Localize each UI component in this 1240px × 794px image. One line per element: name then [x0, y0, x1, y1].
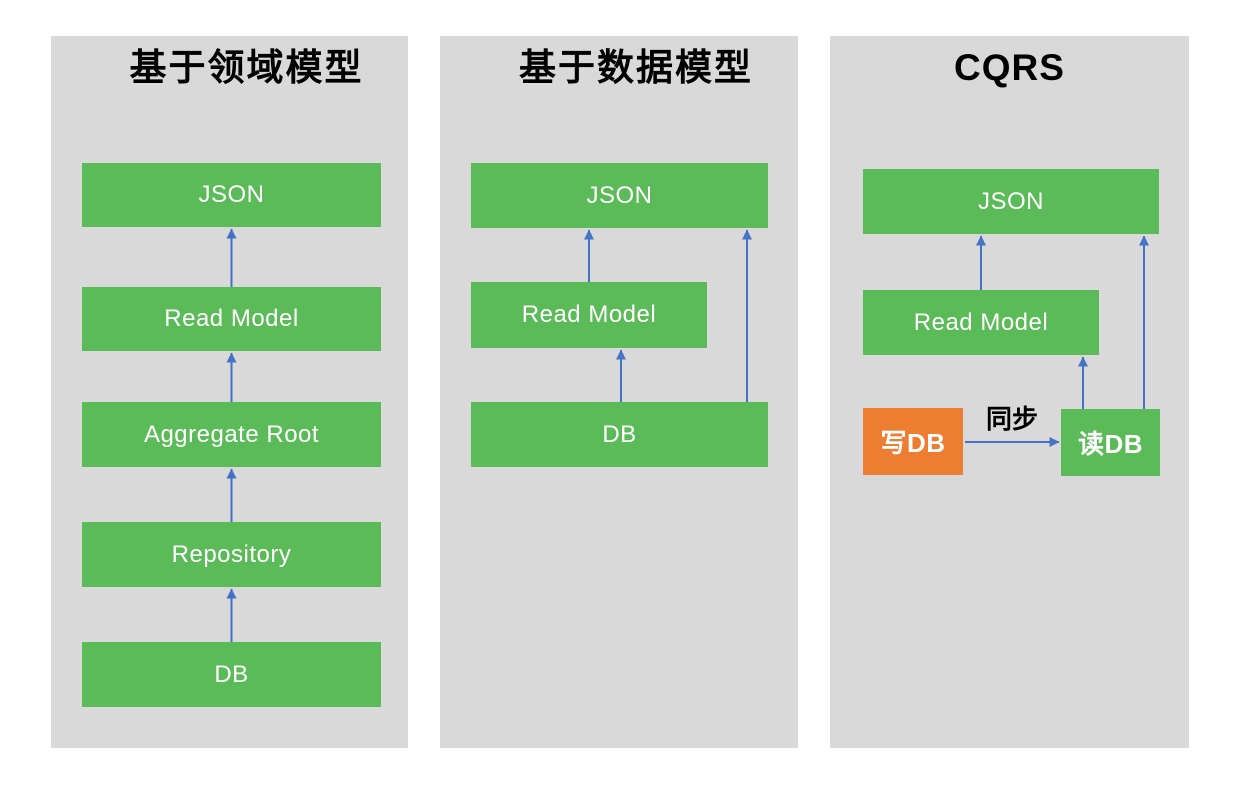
box-aggregate-root: Aggregate Root [82, 402, 381, 467]
box-repository: Repository [82, 522, 381, 587]
panel-domain-model-title: 基于领域模型 [129, 47, 364, 88]
box-db: DB [82, 642, 381, 707]
panel-cqrs-title: CQRS [954, 47, 1065, 88]
box-read-model: Read Model [863, 290, 1099, 355]
panel-domain-model [51, 36, 408, 748]
box-write-db: 写DB [863, 408, 963, 475]
box-json: JSON [863, 169, 1159, 234]
box-read-db: 读DB [1061, 409, 1160, 476]
sync-label: 同步 [985, 404, 1038, 434]
box-json: JSON [471, 163, 768, 228]
box-read-model: Read Model [82, 287, 381, 351]
panel-cqrs [830, 36, 1189, 748]
box-read-model: Read Model [471, 282, 707, 348]
panel-data-model [440, 36, 798, 748]
box-db: DB [471, 402, 768, 467]
box-json: JSON [82, 163, 381, 227]
panel-data-model-title: 基于数据模型 [519, 47, 753, 88]
